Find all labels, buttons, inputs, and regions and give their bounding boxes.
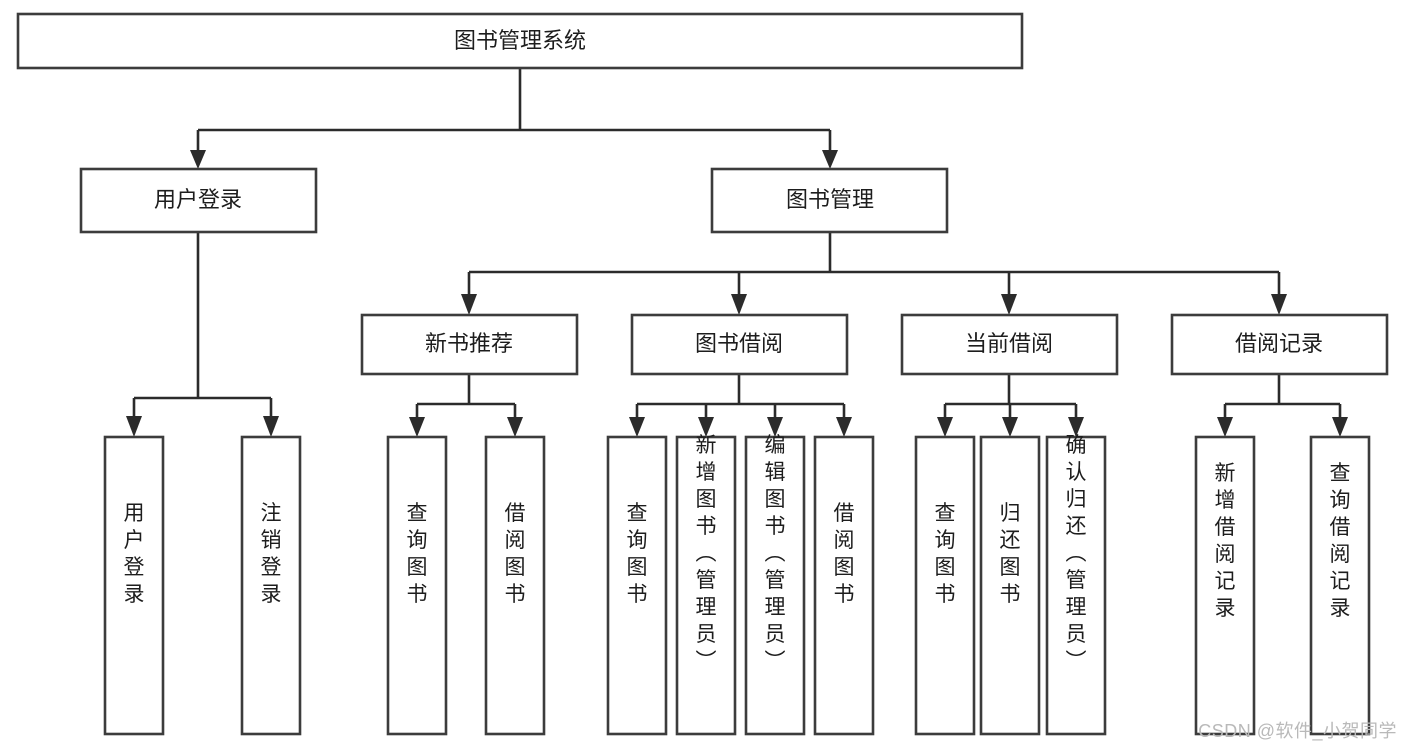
arrow-head-new-book-recommend [461, 294, 477, 315]
leaf-record-add-box [1194, 435, 1256, 736]
leaf-recommend-borrow-book-label: 借阅图书 [505, 502, 526, 606]
leaf-node-current-confirm-return[interactable]: 确认归还︵管理员︶ [1045, 434, 1107, 736]
node-current-borrow-box [900, 313, 1119, 376]
node-user-login-box [79, 167, 318, 234]
leaf-borrow-add-book-label: 新增图书︵管理员︶ [696, 434, 717, 673]
leaf-node-user-login[interactable]: 用户登录 [103, 435, 165, 736]
leaf-borrow-query-book-box [606, 435, 668, 736]
arrow-head-borrow-leaf-1 [629, 417, 645, 437]
csdn-watermark: CSDN @软件_小贺同学 [1198, 721, 1397, 741]
arrow-head-current-borrow [1001, 294, 1017, 315]
leaf-node-borrow-borrow-book[interactable]: 借阅图书 [813, 435, 875, 736]
leaf-user-login-label: 用户登录 [124, 502, 145, 606]
node-book-borrow[interactable]: 图书借阅 [630, 313, 849, 376]
leaf-record-add-label: 新增借阅记录 [1215, 462, 1236, 620]
leaf-recommend-query-book-label: 查询图书 [407, 502, 428, 606]
node-borrow-record-label: 借阅记录 [1235, 331, 1323, 356]
leaf-borrow-add-book-box [675, 435, 737, 736]
arrow-head-recommend-leaf-1 [409, 417, 425, 437]
leaf-node-borrow-add-book[interactable]: 新增图书︵管理员︶ [675, 434, 737, 736]
leaf-current-confirm-return-box [1045, 435, 1107, 736]
node-new-book-recommend-box [360, 313, 579, 376]
arrow-head-borrow-leaf-4 [836, 417, 852, 437]
node-user-login-label: 用户登录 [154, 187, 242, 212]
arrow-head-borrow-record [1271, 294, 1287, 315]
connector-group [126, 69, 1348, 437]
arrow-head-record-leaf-1 [1217, 417, 1233, 437]
leaf-current-query-book-label: 查询图书 [935, 502, 956, 606]
leaf-borrow-edit-book-label: 编辑图书︵管理员︶ [765, 434, 786, 673]
arrow-head-leaf-user-login [126, 416, 142, 437]
leaf-node-borrow-edit-book[interactable]: 编辑图书︵管理员︶ [744, 434, 806, 736]
leaf-recommend-query-book-box [386, 435, 448, 736]
leaf-node-record-add[interactable]: 新增借阅记录 [1194, 435, 1256, 736]
leaf-recommend-borrow-book-box [484, 435, 546, 736]
leaf-record-query-label: 查询借阅记录 [1330, 462, 1351, 620]
node-book-manage[interactable]: 图书管理 [710, 167, 949, 234]
leaf-logout-box [240, 435, 302, 736]
leaf-current-return-book-box [979, 435, 1041, 736]
leaf-borrow-edit-book-box [744, 435, 806, 736]
arrow-head-book-borrow [731, 294, 747, 315]
leaf-node-logout[interactable]: 注销登录 [240, 435, 302, 736]
leaf-borrow-borrow-book-label: 借阅图书 [834, 502, 855, 606]
leaf-record-query-box [1309, 435, 1371, 736]
leaf-current-return-book-label: 归还图书 [1000, 502, 1021, 606]
arrow-head-recommend-leaf-2 [507, 417, 523, 437]
node-borrow-record[interactable]: 借阅记录 [1170, 313, 1389, 376]
leaf-node-record-query[interactable]: 查询借阅记录 [1309, 435, 1371, 736]
node-book-manage-box [710, 167, 949, 234]
node-book-manage-label: 图书管理 [786, 187, 874, 212]
node-borrow-record-box [1170, 313, 1389, 376]
node-root-box [16, 12, 1024, 70]
leaf-node-recommend-query-book[interactable]: 查询图书 [386, 435, 448, 736]
node-user-login[interactable]: 用户登录 [79, 167, 318, 234]
arrow-head-current-leaf-1 [937, 417, 953, 437]
arrow-head-user-login [190, 150, 206, 169]
node-new-book-recommend-label: 新书推荐 [425, 331, 513, 356]
node-book-borrow-label: 图书借阅 [695, 331, 783, 356]
leaf-borrow-query-book-label: 查询图书 [627, 502, 648, 606]
arrow-head-current-leaf-3 [1068, 417, 1084, 437]
node-new-book-recommend[interactable]: 新书推荐 [360, 313, 579, 376]
leaf-node-borrow-query-book[interactable]: 查询图书 [606, 435, 668, 736]
arrow-head-borrow-leaf-3 [767, 417, 783, 437]
node-root-label: 图书管理系统 [454, 28, 586, 53]
arrow-head-borrow-leaf-2 [698, 417, 714, 437]
arrow-head-record-leaf-2 [1332, 417, 1348, 437]
leaf-current-confirm-return-label: 确认归还︵管理员︶ [1066, 434, 1087, 673]
node-book-borrow-box [630, 313, 849, 376]
arrow-head-current-leaf-2 [1002, 417, 1018, 437]
node-current-borrow[interactable]: 当前借阅 [900, 313, 1119, 376]
leaf-node-recommend-borrow-book[interactable]: 借阅图书 [484, 435, 546, 736]
leaf-borrow-borrow-book-box [813, 435, 875, 736]
arrow-head-book-manage [822, 150, 838, 169]
leaf-user-login-box [103, 435, 165, 736]
leaf-node-current-return-book[interactable]: 归还图书 [979, 435, 1041, 736]
arrow-head-leaf-logout [263, 416, 279, 437]
node-root-system[interactable]: 图书管理系统 [16, 12, 1024, 70]
leaf-current-query-book-box [914, 435, 976, 736]
leaf-node-current-query-book[interactable]: 查询图书 [914, 435, 976, 736]
node-current-borrow-label: 当前借阅 [965, 331, 1053, 356]
leaf-logout-label: 注销登录 [261, 502, 282, 606]
